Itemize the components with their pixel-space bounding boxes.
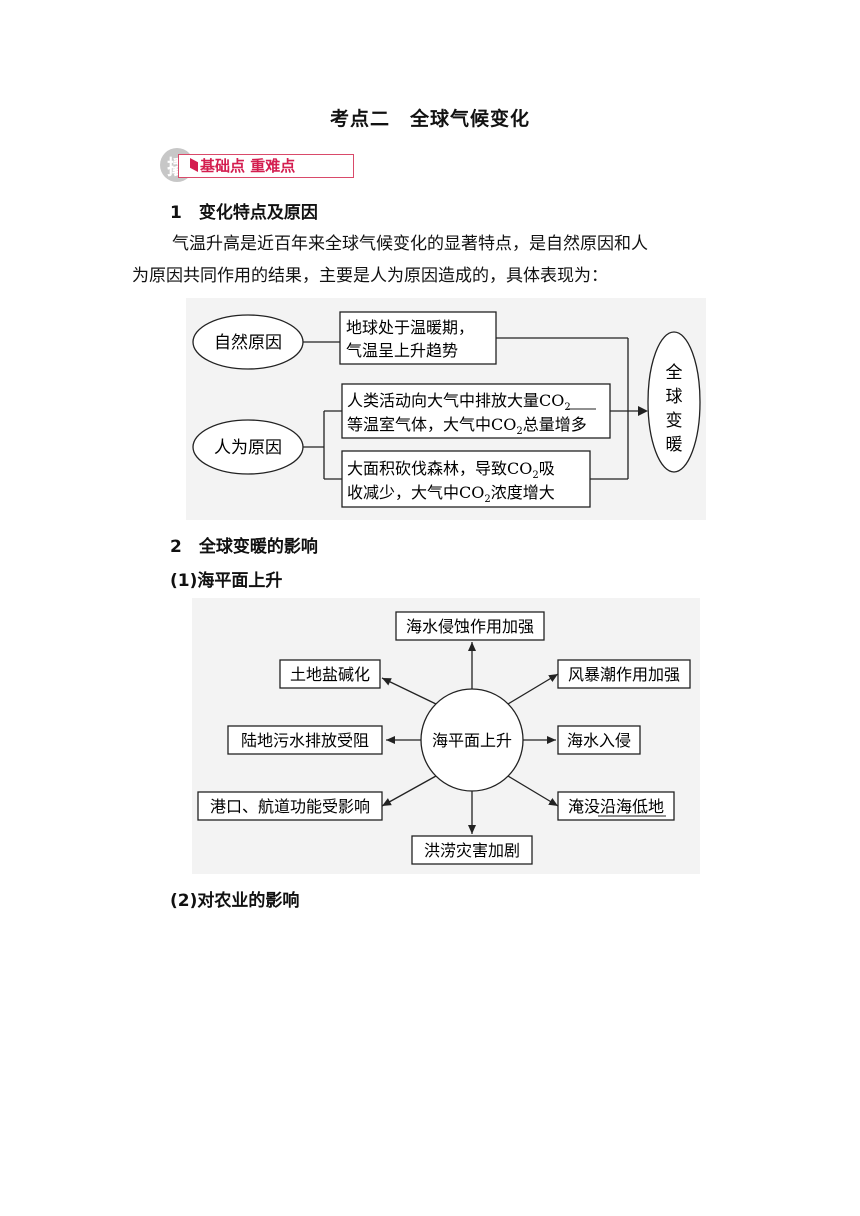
badge-marker-icon	[190, 158, 198, 172]
human-box2-line-2: 收减少，大气中CO2浓度增大	[347, 483, 555, 505]
human-box-2	[341, 450, 591, 508]
section1-paragraph: 气温升高是近百年来全球气候变化的显著特点，是自然原因和人 为原因共同作用的结果，…	[132, 228, 732, 292]
bottom-effect-box	[411, 835, 533, 865]
badge-frame	[178, 154, 354, 178]
paragraph-line-2: 为原因共同作用的结果，主要是人为原因造成的，具体表现为：	[132, 266, 608, 286]
lower-left-effect-box	[197, 791, 383, 821]
human-box-1	[341, 383, 611, 439]
human-box1-line-2: 等温室气体，大气中CO2总量增多	[347, 415, 587, 437]
natural-box-line-2: 气温呈上升趋势	[346, 341, 458, 360]
sea-level-diagram: 海水侵蚀作用加强 土地盐碱化 风暴潮作用加强 陆地污水排放受阻 海水入侵 港口、…	[192, 598, 700, 874]
natural-box	[339, 311, 497, 365]
result-ellipse	[647, 331, 701, 473]
result-char-3: 变	[666, 411, 683, 431]
section2-heading: 2 全球变暖的影响	[170, 537, 318, 557]
paragraph-line-1: 气温升高是近百年来全球气候变化的显著特点，是自然原因和人	[172, 234, 648, 254]
upper-left-effect-box	[279, 659, 381, 689]
subsection-sea-level: (1)海平面上升	[170, 571, 283, 591]
section1-heading: 1 变化特点及原因	[170, 203, 318, 223]
bottom-effect-label: 洪涝灾害加剧	[424, 841, 520, 860]
subsection-agriculture: (2)对农业的影响	[170, 891, 300, 911]
result-char-2: 球	[666, 387, 683, 407]
page-title: 考点二 全球气候变化	[329, 108, 530, 130]
natural-cause-label: 自然原因	[214, 333, 282, 353]
left-effect-box	[227, 725, 383, 755]
top-effect-box	[395, 611, 545, 641]
upper-left-effect-label: 土地盐碱化	[290, 665, 370, 684]
human-cause-label: 人为原因	[214, 438, 282, 458]
center-label: 海平面上升	[432, 731, 512, 750]
lower-left-effect-label: 港口、航道功能受影响	[210, 797, 370, 816]
human-box2-line-1: 大面积砍伐森林，导致CO2吸	[347, 459, 555, 481]
result-arrow-icon	[638, 406, 648, 416]
result-char-1: 全	[666, 363, 683, 383]
lower-right-effect-label: 淹没沿海低地	[568, 797, 664, 816]
result-char-4: 暖	[666, 435, 683, 455]
natural-box-line-1: 地球处于温暖期，	[346, 318, 474, 337]
human-box1-line-1: 人类活动向大气中排放大量CO2	[347, 391, 571, 413]
badge-label: 基础点 重难点	[200, 157, 296, 175]
top-effect-label: 海水侵蚀作用加强	[406, 617, 534, 636]
badge: 撬 基础点 重难点	[160, 148, 356, 182]
left-effect-label: 陆地污水排放受阻	[241, 731, 369, 750]
right-effect-box	[557, 725, 641, 755]
upper-right-effect-label: 风暴潮作用加强	[568, 665, 680, 684]
causes-diagram: 自然原因 人为原因 地球处于温暖期， 气温呈上升趋势 人类活动向大气中排放大量C…	[186, 298, 706, 520]
lower-right-effect-box	[557, 791, 675, 821]
right-effect-label: 海水入侵	[567, 731, 631, 750]
